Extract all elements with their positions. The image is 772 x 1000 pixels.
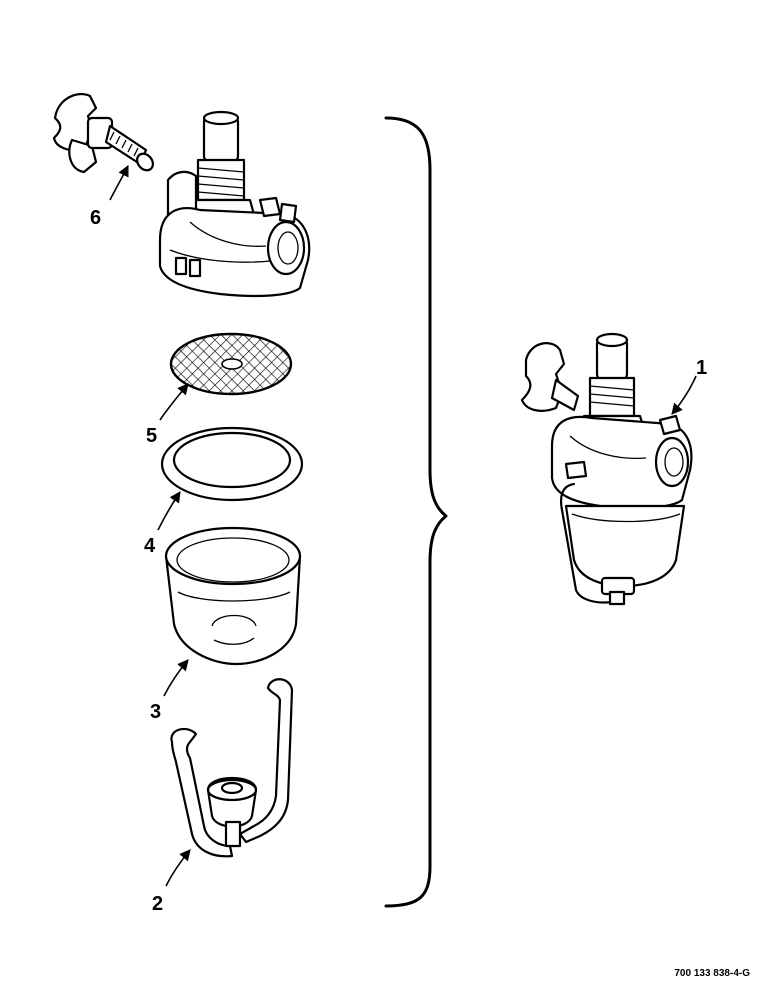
callout-5: 5: [146, 425, 157, 447]
drain-valve-part: [52, 92, 154, 174]
callout-3: 3: [150, 701, 161, 723]
leader-6: [109, 164, 129, 201]
filter-head-part: [158, 110, 311, 298]
callout-4: 4: [144, 535, 156, 557]
screen-part: [169, 332, 293, 396]
leader-lines: [109, 164, 697, 887]
assembled-filter-part: [520, 332, 693, 606]
callout-6: 6: [90, 207, 101, 229]
callout-2: 2: [152, 893, 163, 915]
assembly-brace: [384, 116, 448, 908]
glass-bowl-part: [164, 526, 302, 666]
leader-1: [671, 375, 697, 415]
drawing-number: 700 133 838-4-G: [674, 968, 750, 979]
leader-3: [163, 659, 189, 697]
leader-4: [157, 491, 181, 531]
leader-5: [159, 383, 189, 421]
gasket-part: [160, 426, 304, 502]
leader-2: [165, 849, 191, 887]
callout-1: 1: [696, 357, 707, 379]
bail-part: [170, 678, 294, 858]
